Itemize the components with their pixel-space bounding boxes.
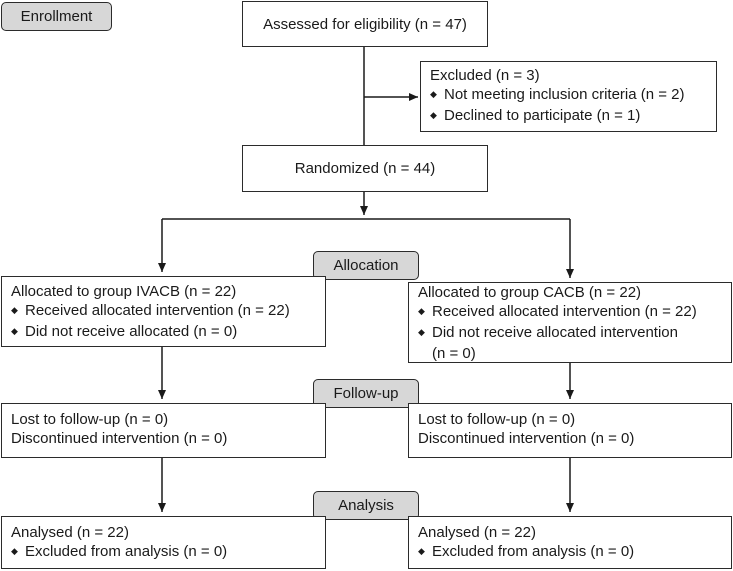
left-followup-discontinued: Discontinued intervention (n = 0)	[11, 430, 228, 447]
right-followup-lost: Lost to follow-up (n = 0)	[418, 411, 576, 428]
left-allocation-item-text: Did not receive allocated (n = 0)	[25, 323, 238, 340]
bullet-icon: ◆	[418, 306, 425, 316]
right-analysis-item: ◆ Excluded from analysis (n = 0)	[418, 542, 722, 563]
left-allocation-item: ◆ Received allocated intervention (n = 2…	[11, 301, 316, 322]
right-analysis-box: Analysed (n = 22) ◆ Excluded from analys…	[408, 516, 732, 569]
left-followup-lost: Lost to follow-up (n = 0)	[11, 411, 169, 428]
excluded-item: ◆ Not meeting inclusion criteria (n = 2)	[430, 85, 707, 106]
right-allocation-box: Allocated to group CACB (n = 22) ◆ Recei…	[408, 282, 732, 363]
bullet-icon: ◆	[418, 546, 425, 556]
right-analysis-item-text: Excluded from analysis (n = 0)	[432, 543, 635, 560]
left-allocation-item-text: Received allocated intervention (n = 22)	[25, 302, 290, 319]
excluded-item: ◆ Declined to participate (n = 1)	[430, 106, 707, 127]
excluded-item-text: Declined to participate (n = 1)	[444, 107, 641, 124]
excluded-title: Excluded (n = 3)	[430, 67, 540, 84]
left-analysis-item-text: Excluded from analysis (n = 0)	[25, 543, 228, 560]
bullet-icon: ◆	[430, 89, 437, 99]
stage-label-enrollment: Enrollment	[1, 2, 112, 31]
left-analysis-title: Analysed (n = 22)	[11, 524, 129, 541]
right-allocation-item-text: Received allocated intervention (n = 22)	[432, 303, 697, 320]
stage-label-analysis-text: Analysis	[338, 497, 394, 514]
left-analysis-box: Analysed (n = 22) ◆ Excluded from analys…	[1, 516, 326, 569]
stage-label-allocation-text: Allocation	[333, 257, 399, 274]
right-allocation-title: Allocated to group CACB (n = 22)	[418, 284, 642, 301]
right-followup-discontinued: Discontinued intervention (n = 0)	[418, 430, 635, 447]
stage-label-enrollment-text: Enrollment	[20, 8, 93, 25]
right-allocation-item: ◆ Received allocated intervention (n = 2…	[418, 302, 722, 323]
left-followup-box: Lost to follow-up (n = 0) Discontinued i…	[1, 403, 326, 458]
left-allocation-item: ◆ Did not receive allocated (n = 0)	[11, 322, 316, 343]
right-allocation-item: ◆ Did not receive allocated intervention	[418, 323, 722, 344]
left-allocation-title: Allocated to group IVACB (n = 22)	[11, 283, 237, 300]
stage-label-allocation: Allocation	[313, 251, 419, 280]
bullet-icon: ◆	[11, 326, 18, 336]
excluded-item-text: Not meeting inclusion criteria (n = 2)	[444, 86, 685, 103]
randomized-box: Randomized (n = 44)	[242, 145, 488, 192]
bullet-icon: ◆	[430, 110, 437, 120]
assessed-text: Assessed for eligibility (n = 47)	[263, 15, 467, 33]
right-allocation-continuation: (n = 0)	[432, 345, 476, 362]
stage-label-analysis: Analysis	[313, 491, 419, 520]
right-analysis-title: Analysed (n = 22)	[418, 524, 536, 541]
bullet-icon: ◆	[418, 327, 425, 337]
stage-label-followup-text: Follow-up	[333, 385, 399, 402]
randomized-text: Randomized (n = 44)	[294, 160, 436, 177]
left-allocation-box: Allocated to group IVACB (n = 22) ◆ Rece…	[1, 276, 326, 347]
bullet-icon: ◆	[11, 305, 18, 315]
stage-label-followup: Follow-up	[313, 379, 419, 408]
left-analysis-item: ◆ Excluded from analysis (n = 0)	[11, 542, 316, 563]
excluded-box: Excluded (n = 3) ◆ Not meeting inclusion…	[420, 61, 717, 132]
right-followup-box: Lost to follow-up (n = 0) Discontinued i…	[408, 403, 732, 458]
assessed-box: Assessed for eligibility (n = 47)	[242, 1, 488, 47]
bullet-icon: ◆	[11, 546, 18, 556]
right-allocation-item-text: Did not receive allocated intervention	[432, 324, 678, 341]
